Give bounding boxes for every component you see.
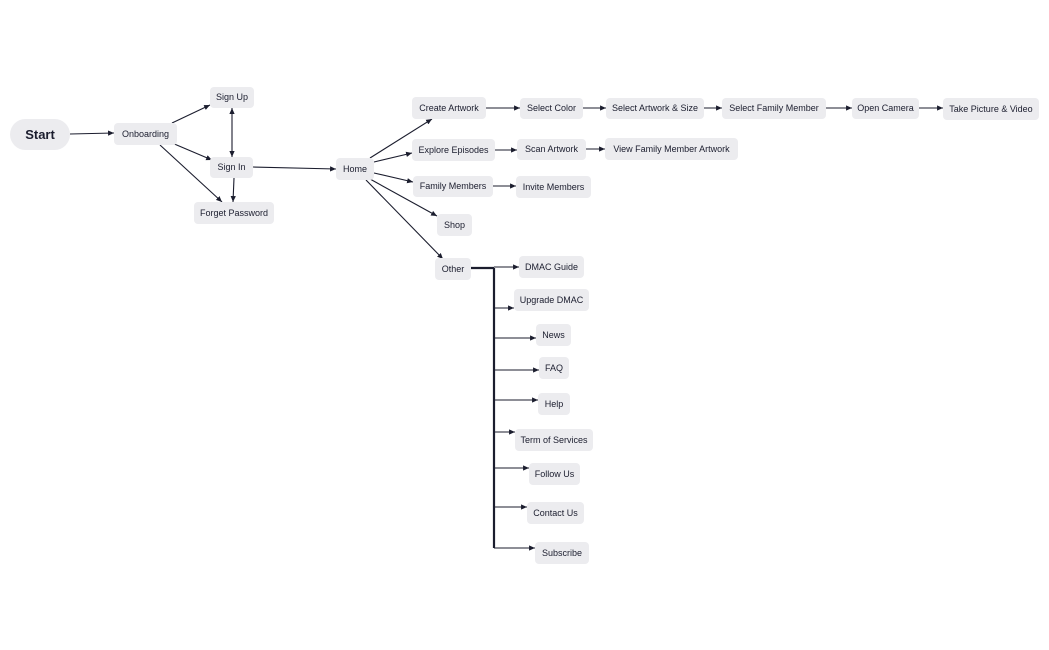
- edge-onboarding-forget: [159, 144, 223, 203]
- node-open-camera[interactable]: Open Camera: [852, 98, 919, 119]
- node-contact-us[interactable]: Contact Us: [527, 502, 584, 524]
- node-onboarding[interactable]: Onboarding: [114, 123, 177, 145]
- edge-onboarding-signup: [171, 104, 211, 124]
- node-select-color[interactable]: Select Color: [520, 98, 583, 119]
- node-forget-password[interactable]: Forget Password: [194, 202, 274, 224]
- node-dmac-guide[interactable]: DMAC Guide: [519, 256, 584, 278]
- edge-start-onboarding: [69, 130, 115, 136]
- node-start[interactable]: Start: [10, 119, 70, 150]
- node-help[interactable]: Help: [538, 393, 570, 415]
- node-select-family-member[interactable]: Select Family Member: [722, 98, 826, 119]
- node-shop[interactable]: Shop: [437, 214, 472, 236]
- edge-onboarding-signin: [171, 142, 213, 161]
- node-sign-up[interactable]: Sign Up: [210, 87, 254, 108]
- node-sign-in[interactable]: Sign In: [210, 157, 253, 178]
- node-upgrade-dmac[interactable]: Upgrade DMAC: [514, 289, 589, 311]
- edge-signin-home: [252, 166, 337, 172]
- edge-signin-forget: [230, 177, 236, 203]
- node-explore-episodes[interactable]: Explore Episodes: [412, 139, 495, 161]
- edge-home-create: [369, 118, 433, 159]
- node-scan-artwork[interactable]: Scan Artwork: [517, 139, 586, 160]
- node-view-family-member-artwork[interactable]: View Family Member Artwork: [605, 138, 738, 160]
- node-term-of-services[interactable]: Term of Services: [515, 429, 593, 451]
- edge-home-explore: [373, 151, 413, 163]
- node-family-members[interactable]: Family Members: [413, 176, 493, 197]
- edge-home-family: [373, 172, 414, 184]
- edge-home-other: [365, 179, 444, 260]
- node-follow-us[interactable]: Follow Us: [529, 463, 580, 485]
- edge-home-shop: [369, 178, 438, 217]
- node-create-artwork[interactable]: Create Artwork: [412, 97, 486, 119]
- node-invite-members[interactable]: Invite Members: [516, 176, 591, 198]
- node-take-picture-video[interactable]: Take Picture & Video: [943, 98, 1039, 120]
- node-faq[interactable]: FAQ: [539, 357, 569, 379]
- node-home[interactable]: Home: [336, 158, 374, 180]
- node-subscribe[interactable]: Subscribe: [535, 542, 589, 564]
- node-other[interactable]: Other: [435, 258, 471, 280]
- node-news[interactable]: News: [536, 324, 571, 346]
- node-select-artwork-size[interactable]: Select Artwork & Size: [606, 98, 704, 119]
